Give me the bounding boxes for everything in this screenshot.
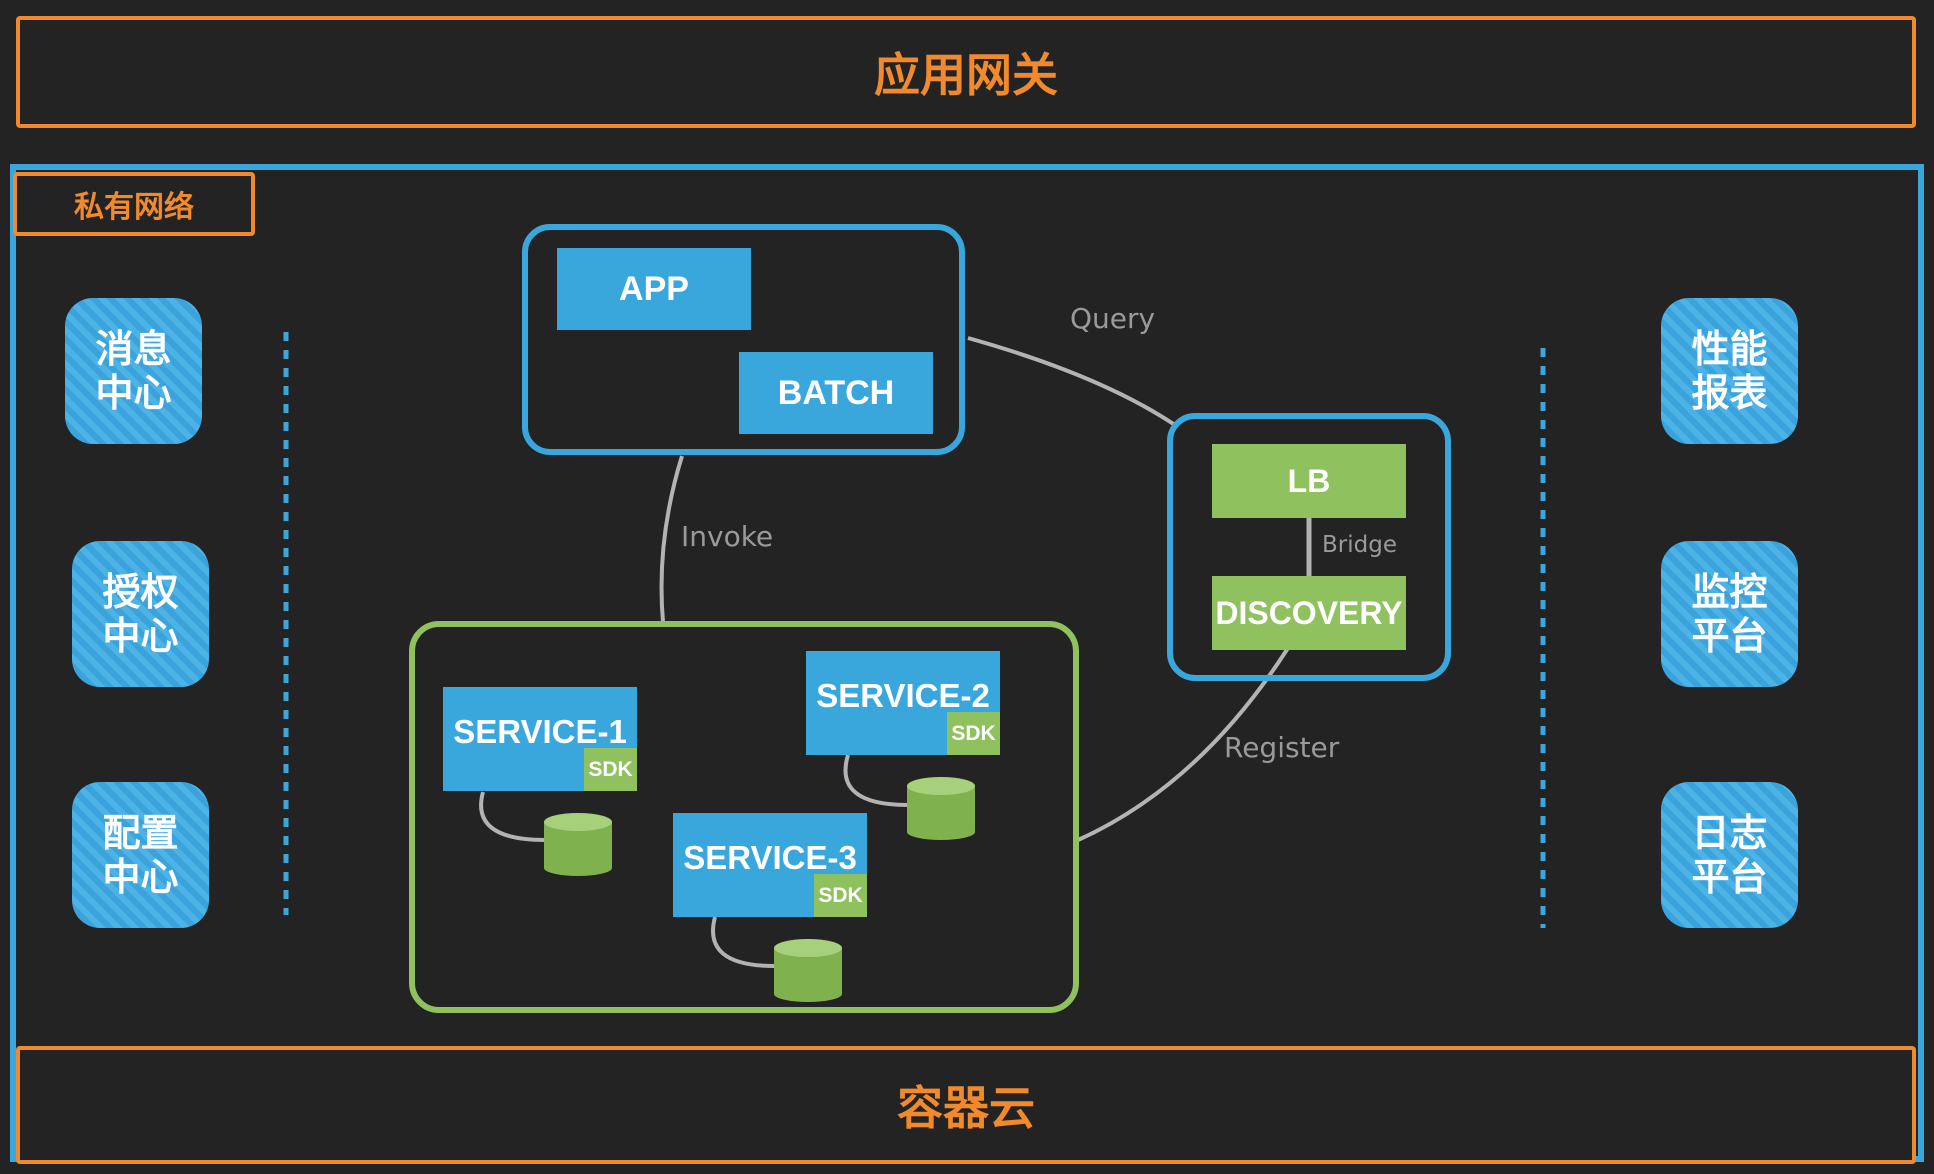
- batch-node: BATCH: [739, 352, 933, 434]
- service-2-db-link: [843, 754, 909, 807]
- register-edge: [1077, 646, 1290, 842]
- database-icon-3: [774, 939, 842, 1002]
- container-cloud-title: 容器云: [897, 1081, 1035, 1135]
- bridge-label: Bridge: [1322, 532, 1397, 558]
- query-label: Query: [1070, 302, 1156, 335]
- service-2-sdk: SDK: [947, 712, 1000, 755]
- service-1-sdk: SDK: [584, 748, 637, 791]
- service-3-db-link: [711, 916, 775, 968]
- service-1-node: SERVICE-1: [443, 687, 637, 791]
- invoke-label: Invoke: [681, 520, 774, 553]
- invoke-edge: [659, 455, 684, 623]
- container-cloud-box: 容器云: [16, 1046, 1916, 1164]
- auth-center: 授权中心: [72, 541, 209, 687]
- message-center: 消息中心: [65, 298, 202, 444]
- service-2-label: SERVICE-2: [816, 677, 990, 714]
- service-1-label: SERVICE-1: [453, 713, 627, 750]
- log-platform: 日志平台: [1661, 782, 1798, 928]
- register-label: Register: [1224, 731, 1340, 764]
- private-network-label: 私有网络: [74, 190, 194, 225]
- service-3-sdk: SDK: [814, 874, 867, 917]
- services-group-frame: [409, 621, 1079, 1013]
- query-edge: [967, 336, 1177, 427]
- lb-node: LB: [1212, 444, 1406, 518]
- gateway-box: 应用网关: [16, 16, 1916, 128]
- database-icon-2: [907, 777, 975, 840]
- performance-report: 性能报表: [1661, 298, 1798, 444]
- service-2-node: SERVICE-2: [806, 651, 1000, 755]
- app-group-frame: [522, 224, 965, 455]
- service-3-label: SERVICE-3: [683, 839, 857, 876]
- config-center: 配置中心: [72, 782, 209, 928]
- private-network-label-box: 私有网络: [13, 172, 255, 236]
- discovery-node: DISCOVERY: [1212, 576, 1406, 650]
- monitoring-platform: 监控平台: [1661, 541, 1798, 687]
- lb-group-frame: [1167, 413, 1451, 681]
- app-node: APP: [557, 248, 751, 330]
- gateway-title: 应用网关: [874, 48, 1058, 102]
- database-icon-1: [544, 813, 612, 876]
- service-1-db-link: [479, 791, 546, 842]
